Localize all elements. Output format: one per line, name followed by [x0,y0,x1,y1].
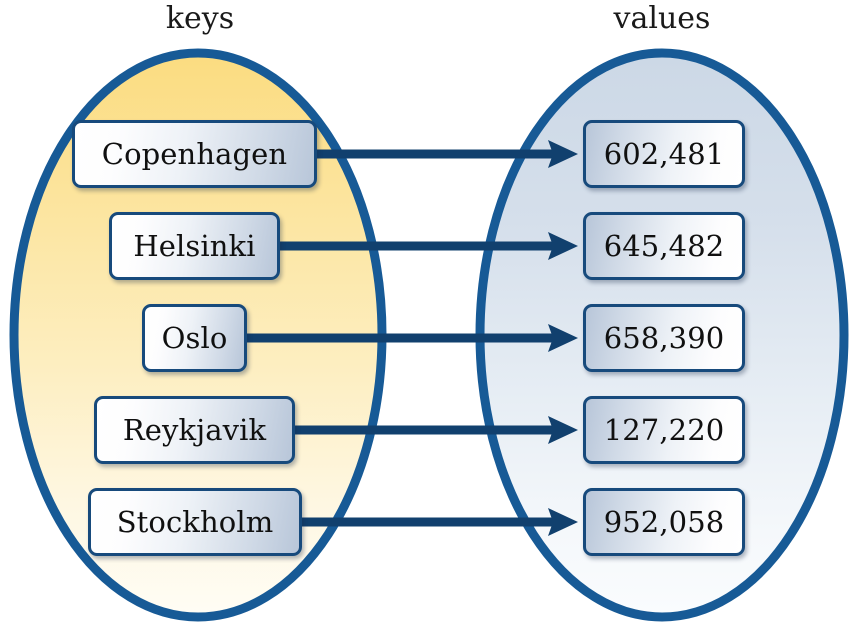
arrow-copenhagen-to-602481 [317,140,578,168]
key-node-stockholm[interactable]: Stockholm [88,488,302,556]
keys-set-label: keys [165,1,235,36]
key-node-helsinki[interactable]: Helsinki [109,212,280,280]
arrow-reykjavik-to-127220 [295,416,578,444]
value-node-645482[interactable]: 645,482 [583,212,745,280]
value-node-602481[interactable]: 602,481 [583,120,745,188]
arrow-helsinki-to-645482 [280,232,578,260]
values-set-label: values [613,1,711,36]
key-node-oslo[interactable]: Oslo [142,304,247,372]
value-node-127220[interactable]: 127,220 [583,396,745,464]
arrow-stockholm-to-952058 [302,508,578,536]
value-node-952058[interactable]: 952,058 [583,488,745,556]
key-node-copenhagen[interactable]: Copenhagen [72,120,317,188]
key-node-reykjavik[interactable]: Reykjavik [94,396,295,464]
arrow-oslo-to-658390 [247,324,578,352]
value-node-658390[interactable]: 658,390 [583,304,745,372]
